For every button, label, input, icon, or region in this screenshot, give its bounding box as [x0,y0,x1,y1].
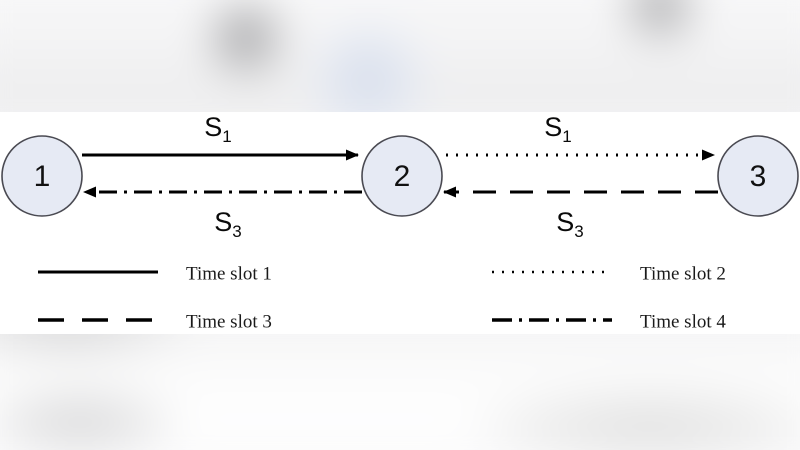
legend-item-time-slot-2: Time slot 2 [492,263,726,284]
node-group: 1 2 3 [1,135,799,217]
node-1-label: 1 [34,160,51,193]
signal-subscript: 3 [574,222,583,241]
legend-label-time-slot-4: Time slot 4 [640,311,726,332]
blurred-bottom-band [0,334,800,450]
node-2-label: 2 [394,160,411,193]
legend-label-time-slot-1: Time slot 1 [186,263,272,284]
signal-label-group: S1 S3 S1 S3 [204,112,583,241]
signal-label-left-top: S1 [204,112,231,146]
legend: Time slot 1 Time slot 2 Time slot 3 Time… [38,263,726,332]
signal-label-left-bottom: S3 [214,207,241,241]
node-1-circle [1,135,83,217]
signal-subscript: 1 [222,127,231,146]
legend-label-time-slot-3: Time slot 3 [186,311,272,332]
node-1[interactable]: 1 [1,135,83,217]
legend-item-time-slot-4: Time slot 4 [492,311,726,332]
signal-subscript: 3 [232,222,241,241]
node-2[interactable]: 2 [361,135,443,217]
signal-base: S [204,112,222,142]
signal-label-right-bottom: S3 [556,207,583,241]
signal-base: S [556,207,574,237]
legend-item-time-slot-3: Time slot 3 [38,311,272,332]
node-2-circle [361,135,443,217]
blurred-top-fill [0,0,800,112]
node-3-circle [717,135,799,217]
blurred-bottom-fill [0,334,800,450]
signal-base: S [544,112,562,142]
edge-group [82,149,718,198]
signal-label-right-top: S1 [544,112,571,146]
node-3-label: 3 [750,160,767,193]
legend-label-time-slot-2: Time slot 2 [640,263,726,284]
node-3[interactable]: 3 [717,135,799,217]
legend-item-time-slot-1: Time slot 1 [38,263,272,284]
signal-subscript: 1 [562,127,571,146]
signal-base: S [214,207,232,237]
blurred-top-band [0,0,800,112]
